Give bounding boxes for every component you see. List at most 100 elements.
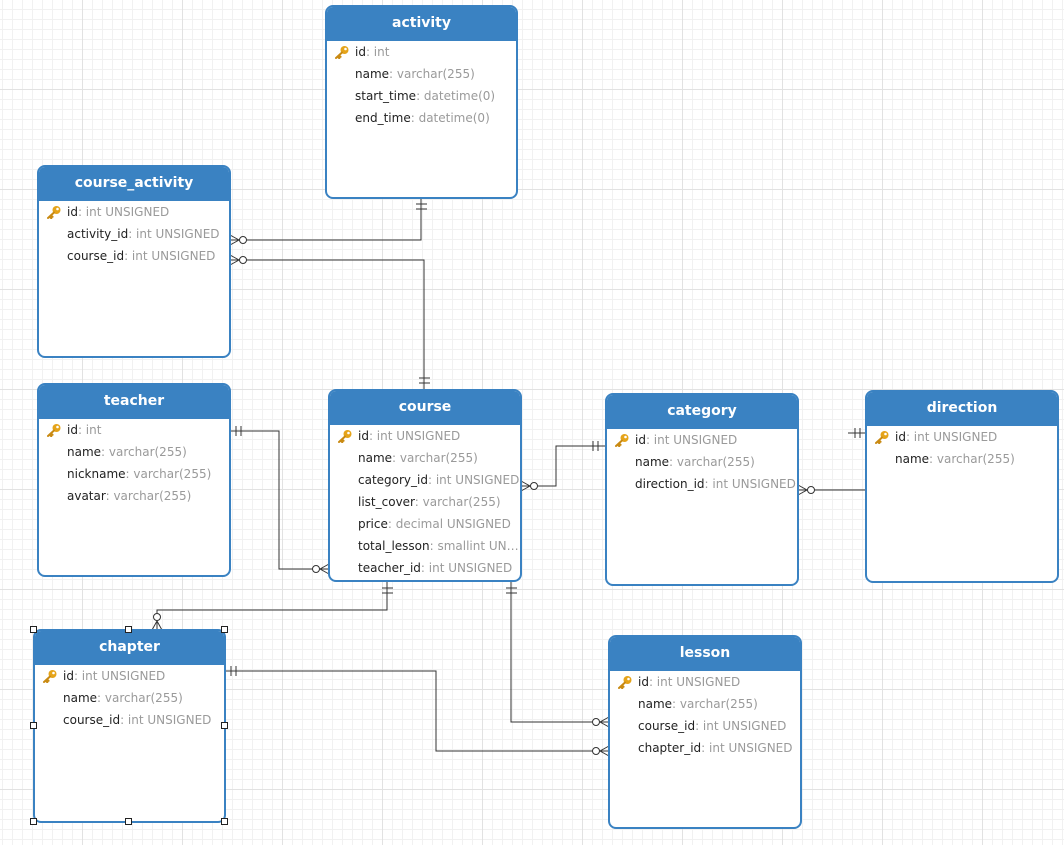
entity-title: course [330, 391, 520, 425]
entity-field[interactable]: id: int UNSIGNED [330, 425, 520, 447]
field-name: name [63, 691, 98, 705]
entity-title: direction [867, 392, 1057, 426]
entity-title: lesson [610, 637, 800, 671]
field-type: : int UNSIGNED [120, 713, 212, 727]
field-name: direction_id [635, 477, 705, 491]
connector-course-course-activity[interactable] [229, 254, 430, 389]
entity-field[interactable]: id: int [327, 41, 516, 63]
field-name: id [355, 45, 366, 59]
selection-handle-bottom[interactable] [125, 818, 132, 825]
entity-field[interactable]: course_id: int UNSIGNED [610, 715, 800, 737]
entity-field[interactable]: id: int UNSIGNED [610, 671, 800, 693]
selection-handle-top[interactable] [125, 626, 132, 633]
selection-handle-bottom-left[interactable] [30, 818, 37, 825]
field-type: : varchar(255) [414, 495, 501, 509]
field-name: category_id [358, 473, 428, 487]
field-name: id [63, 669, 74, 683]
field-name: end_time [355, 111, 411, 125]
field-name: id [67, 205, 78, 219]
field-name: course_id [63, 713, 121, 727]
entity-field[interactable]: avatar: varchar(255) [39, 485, 229, 507]
connector-category-course[interactable] [520, 441, 606, 492]
entity-field[interactable]: name: varchar(255) [330, 447, 520, 469]
entity-field[interactable]: activity_id: int UNSIGNED [39, 223, 229, 245]
entity-field[interactable]: direction_id: int UNSIGNED [607, 473, 797, 495]
field-type: : varchar(255) [97, 691, 183, 705]
field-name: id [895, 430, 906, 444]
entity-field[interactable]: name: varchar(255) [610, 693, 800, 715]
key-icon [338, 430, 352, 443]
field-name: name [635, 455, 670, 469]
entity-field[interactable]: price: decimal UNSIGNED [330, 513, 520, 535]
field-name: name [67, 445, 102, 459]
connector-direction-category[interactable] [797, 428, 866, 496]
field-name: name [895, 452, 930, 466]
field-name: id [635, 433, 646, 447]
entity-title: activity [327, 7, 516, 41]
entity-field[interactable]: name: varchar(255) [39, 441, 229, 463]
field-name: course_id [67, 249, 125, 263]
entity-field[interactable]: id: int [39, 419, 229, 441]
field-type: : varchar(255) [125, 467, 212, 481]
field-type: : decimal UNSIGNED [387, 517, 511, 531]
entity-field[interactable]: id: int UNSIGNED [35, 665, 224, 687]
field-type: : int UNSIGNED [701, 741, 793, 755]
selection-handle-bottom-right[interactable] [221, 818, 228, 825]
field-name: avatar [67, 489, 106, 503]
key-icon [875, 431, 889, 444]
key-icon [618, 676, 632, 689]
entity-field[interactable]: category_id: int UNSIGNED [330, 469, 520, 491]
field-type: : varchar(255) [101, 445, 187, 459]
selection-handle-top-right[interactable] [221, 626, 228, 633]
entity-title: chapter [35, 631, 224, 665]
entity-field[interactable]: start_time: datetime(0) [327, 85, 516, 107]
connector-teacher-course[interactable] [230, 426, 330, 575]
entity-field[interactable]: name: varchar(255) [35, 687, 224, 709]
entity-field[interactable]: course_id: int UNSIGNED [35, 709, 224, 731]
entity-field[interactable]: name: varchar(255) [867, 448, 1057, 470]
field-name: name [358, 451, 393, 465]
entity-field[interactable]: id: int UNSIGNED [39, 201, 229, 223]
field-type: : int UNSIGNED [73, 669, 166, 683]
entity-field[interactable]: name: varchar(255) [327, 63, 516, 85]
field-type: : varchar(255) [669, 455, 755, 469]
entity-field[interactable]: chapter_id: int UNSIGNED [610, 737, 800, 759]
field-name: teacher_id [358, 561, 421, 575]
field-name: list_cover [358, 495, 415, 509]
entity-field[interactable]: id: int UNSIGNED [867, 426, 1057, 448]
connector-course-lesson[interactable] [506, 581, 610, 728]
entity-field[interactable]: end_time: datetime(0) [327, 107, 516, 129]
key-icon [615, 434, 629, 447]
field-type: : varchar(255) [105, 489, 192, 503]
connector-course-chapter[interactable] [151, 581, 393, 631]
field-type: : int UNSIGNED [368, 429, 461, 443]
field-name: course_id [638, 719, 696, 733]
entity-field[interactable]: name: varchar(255) [607, 451, 797, 473]
entity-field[interactable]: course_id: int UNSIGNED [39, 245, 229, 267]
selection-handle-left[interactable] [30, 722, 37, 729]
entity-field[interactable]: total_lesson: smallint UN… [330, 535, 520, 557]
field-name: total_lesson [358, 539, 430, 553]
entity-field[interactable]: teacher_id: int UNSIGNED [330, 557, 520, 579]
connector-chapter-lesson[interactable] [225, 666, 610, 757]
entity-field[interactable]: id: int UNSIGNED [607, 429, 797, 451]
entity-field[interactable]: list_cover: varchar(255) [330, 491, 520, 513]
entity-field[interactable]: nickname: varchar(255) [39, 463, 229, 485]
field-type: : varchar(255) [389, 67, 475, 81]
key-icon [335, 46, 349, 59]
field-name: price [358, 517, 388, 531]
selection-handle-right[interactable] [221, 722, 228, 729]
field-type: : int [365, 45, 390, 59]
connector-activity-course-activity[interactable] [229, 198, 427, 246]
selection-handle-top-left[interactable] [30, 626, 37, 633]
